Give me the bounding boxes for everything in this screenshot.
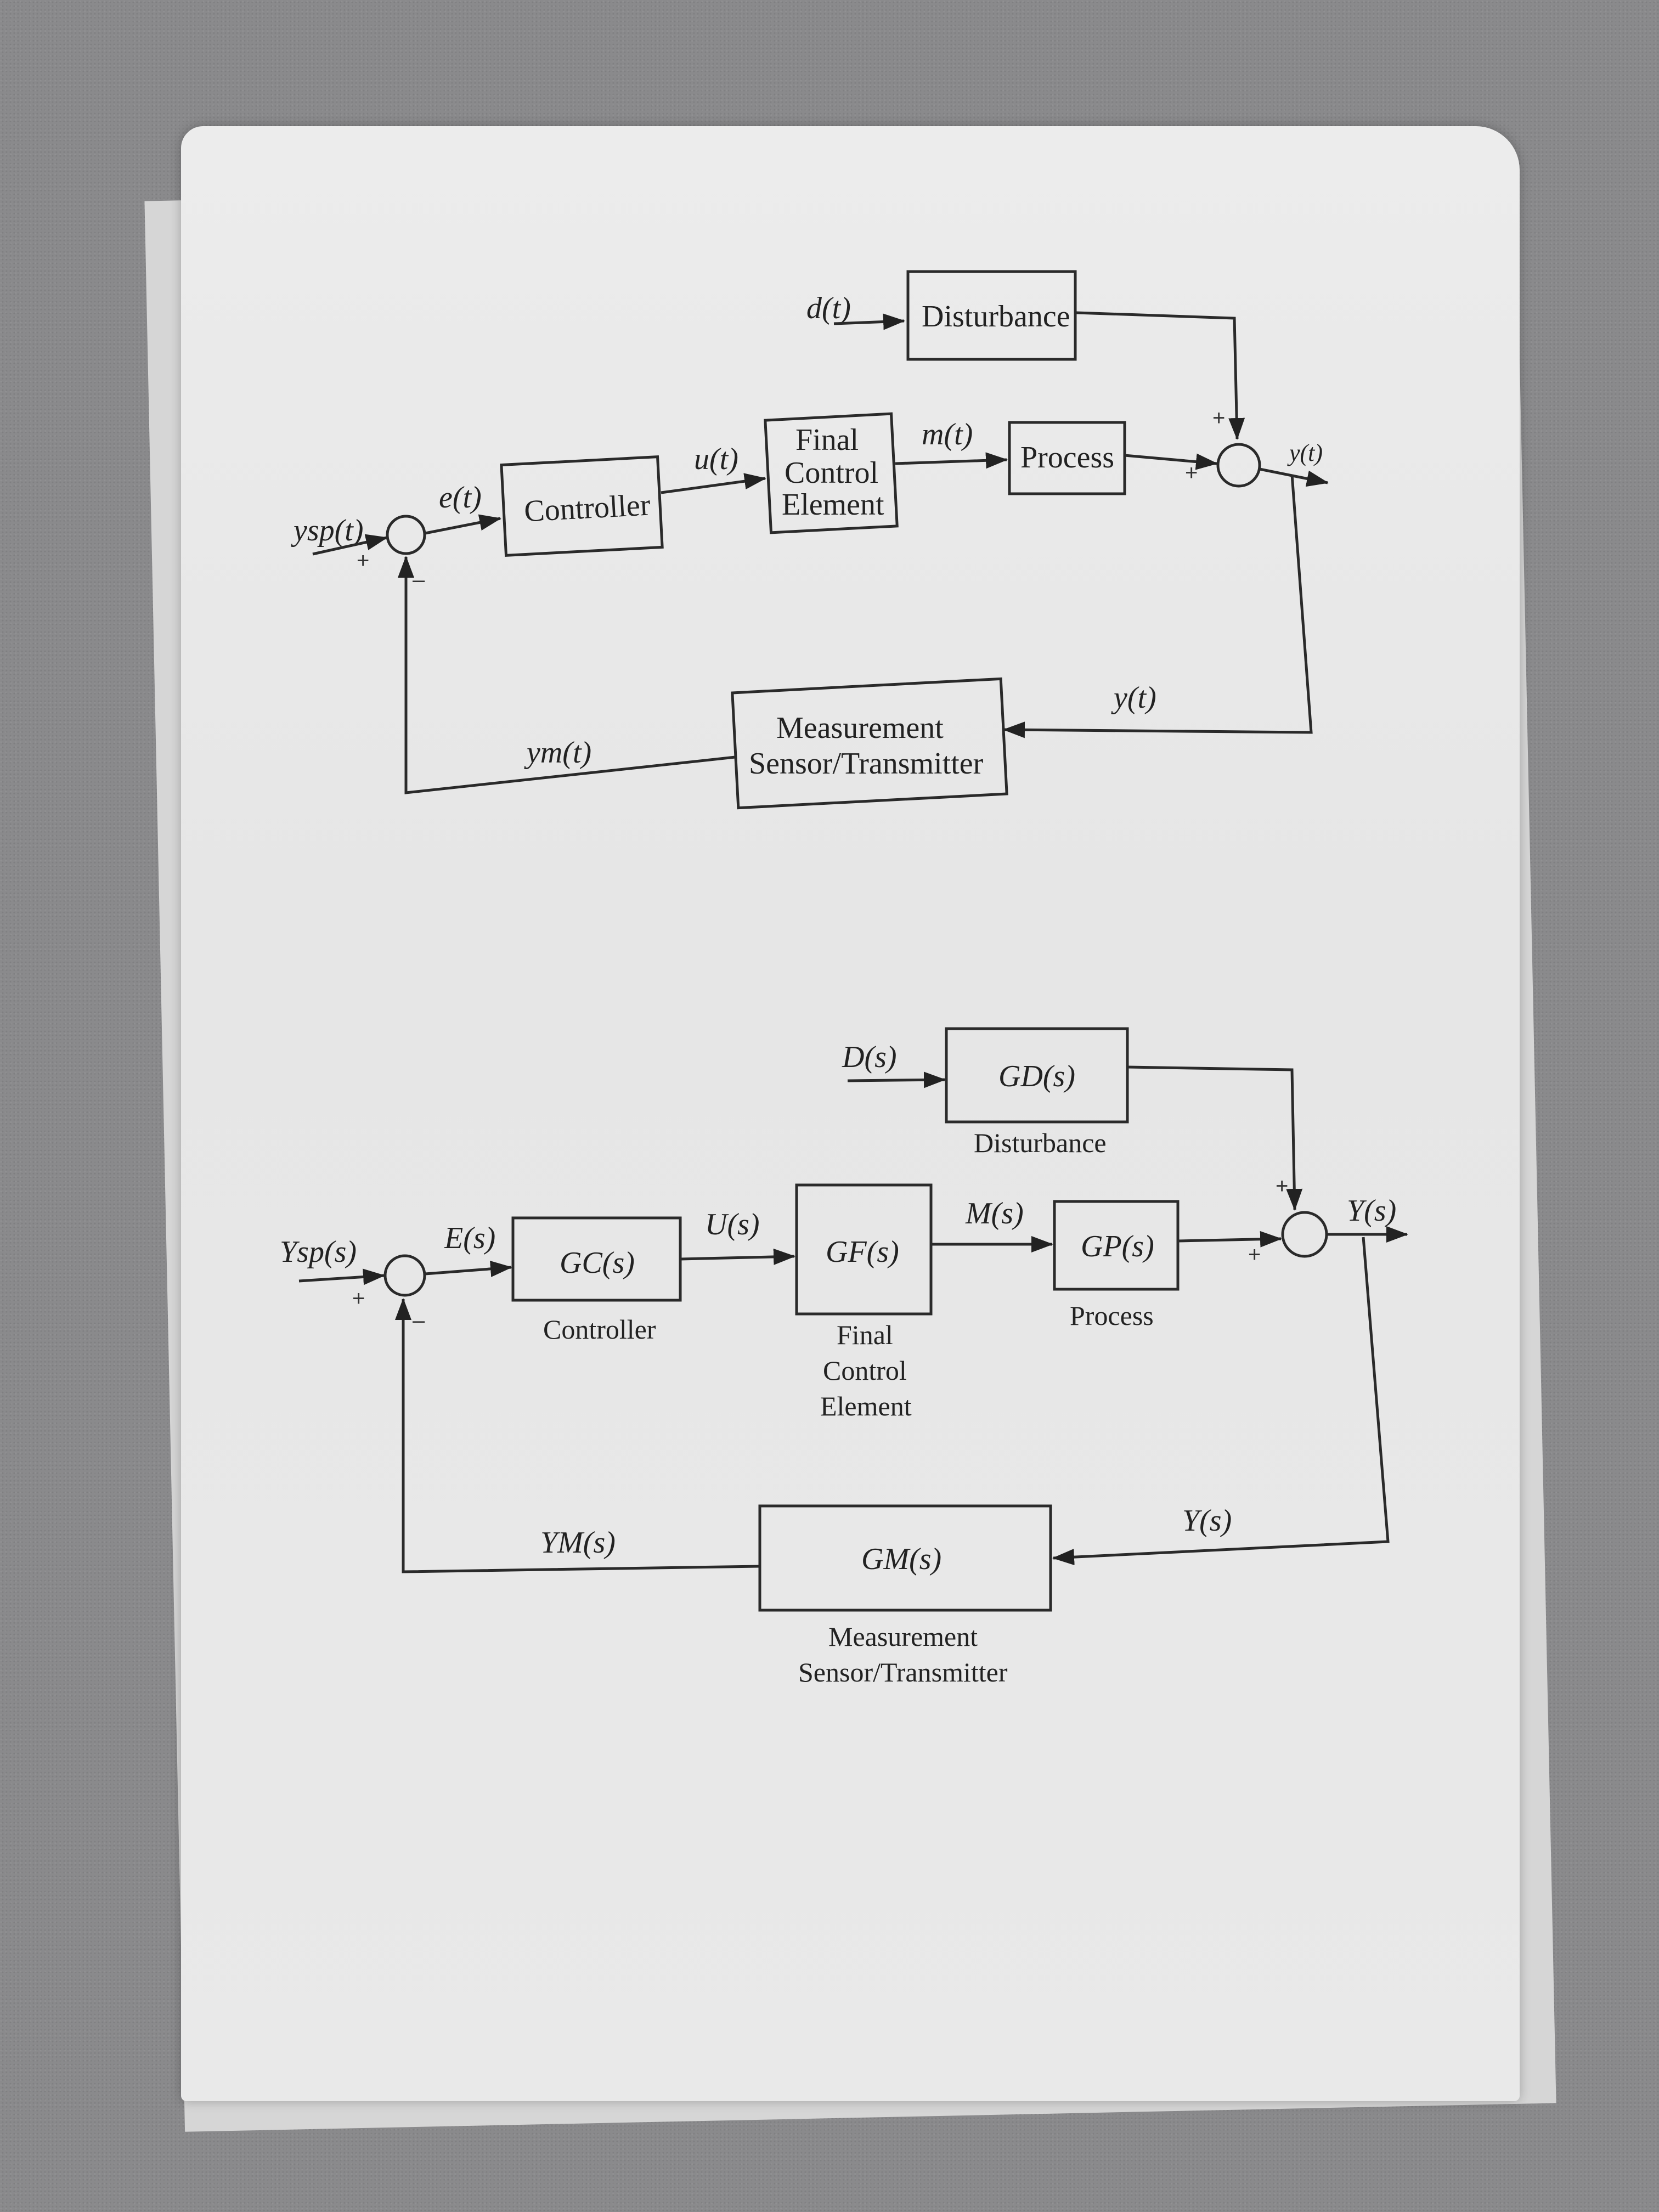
laplace-output-summer-plus-left: + — [1248, 1243, 1261, 1267]
fce-label-line-2: Control — [785, 456, 878, 490]
error-summer-plus-sign: + — [357, 549, 369, 573]
laplace-sensor-caption-2: Sensor/Transmitter — [798, 1657, 1008, 1688]
laplace-disturbance-tf: GD(s) — [998, 1059, 1075, 1093]
output-summing-junction — [1216, 443, 1261, 488]
laplace-measured-feedback-line — [395, 1298, 760, 1573]
manipulated-arrow — [895, 452, 1008, 469]
laplace-disturbance-block — [945, 1027, 1129, 1124]
disturbance-input-arrow — [833, 313, 905, 330]
laplace-controller-tf: GC(s) — [560, 1246, 635, 1280]
laplace-feedback-path-line — [1052, 1237, 1390, 1566]
output-summer-plus-top: + — [1212, 406, 1225, 430]
laplace-output-summer-plus-top: + — [1276, 1174, 1288, 1198]
disturbance-input-label: d(t) — [806, 291, 851, 325]
feedback-signal-label: y(t) — [1111, 681, 1156, 715]
laplace-error-label: E(s) — [444, 1221, 495, 1255]
laplace-error-summing-junction — [383, 1254, 426, 1297]
disturbance-block — [906, 270, 1077, 361]
laplace-measured-label: YM(s) — [540, 1526, 616, 1560]
output-arrow — [1259, 467, 1329, 487]
controller-output-arrow — [661, 473, 766, 494]
laplace-sensor-tf: GM(s) — [861, 1542, 941, 1576]
laplace-disturbance-to-summer-line — [1127, 1065, 1303, 1211]
laplace-feedback-signal-label: Y(s) — [1182, 1504, 1232, 1538]
laplace-manipulated-label: M(s) — [965, 1197, 1024, 1231]
controller-block-label: Controller — [523, 488, 651, 528]
laplace-fce-caption-1: Final — [837, 1319, 893, 1350]
laplace-fce-tf: GF(s) — [826, 1235, 899, 1269]
laplace-domain-diagram: D(s) GD(s) Disturbance Ysp(s) + – E(s) G… — [280, 1027, 1408, 1688]
disturbance-block-label: Disturbance — [922, 300, 1070, 334]
setpoint-label: ysp(t) — [291, 514, 364, 548]
laplace-controller-output-arrow — [680, 1248, 795, 1265]
laplace-controller-output-label: U(s) — [705, 1207, 760, 1242]
laplace-process-block — [1053, 1200, 1180, 1291]
laplace-setpoint-arrow — [298, 1268, 385, 1285]
laplace-process-caption: Process — [1070, 1300, 1154, 1331]
final-control-element-block — [764, 412, 899, 534]
process-to-summer-arrow — [1124, 453, 1218, 470]
disturbance-to-summer-line — [1076, 311, 1245, 440]
controller-block — [500, 455, 664, 557]
process-block — [1008, 421, 1126, 495]
controller-output-label: u(t) — [694, 442, 738, 476]
manipulated-variable-label: m(t) — [922, 417, 973, 452]
laplace-output-summing-junction — [1281, 1211, 1328, 1258]
setpoint-arrow — [312, 534, 388, 556]
laplace-error-summer-minus: – — [413, 1308, 425, 1333]
laplace-fce-caption-2: Control — [823, 1355, 907, 1386]
fce-label-line-3: Element — [782, 488, 884, 522]
laplace-sensor-caption-1: Measurement — [828, 1621, 978, 1652]
laplace-controller-caption: Controller — [543, 1314, 656, 1345]
laplace-disturbance-caption: Disturbance — [974, 1127, 1107, 1158]
laplace-fce-block — [795, 1183, 933, 1316]
sensor-label-line-2: Sensor/Transmitter — [749, 747, 984, 781]
measured-feedback-line — [398, 556, 736, 794]
sensor-label-line-1: Measurement — [776, 711, 944, 745]
error-signal-label: e(t) — [439, 481, 482, 515]
laplace-fce-caption-3: Element — [820, 1391, 912, 1421]
paper-page — [181, 126, 1520, 2101]
error-arrow — [425, 514, 501, 535]
sensor-transmitter-block — [731, 677, 1008, 810]
laplace-disturbance-input-label: D(s) — [842, 1040, 897, 1074]
laplace-process-tf: GP(s) — [1081, 1229, 1154, 1263]
process-block-label: Process — [1020, 441, 1114, 475]
feedback-path-line — [1003, 474, 1313, 738]
error-summing-junction — [386, 515, 426, 555]
laplace-error-arrow — [425, 1260, 512, 1277]
time-domain-diagram: d(t) Disturbance ysp(t) + – e(t) Control… — [291, 270, 1329, 810]
laplace-disturbance-input-arrow — [847, 1071, 946, 1088]
output-label: y(t) — [1287, 439, 1323, 466]
laplace-process-to-summer-arrow — [1178, 1231, 1282, 1248]
laplace-setpoint-label: Ysp(s) — [280, 1235, 357, 1269]
laplace-sensor-block — [758, 1504, 1052, 1612]
measured-signal-label: ym(t) — [524, 736, 591, 770]
laplace-output-label: Y(s) — [1347, 1194, 1396, 1228]
fce-label-line-1: Final — [795, 423, 859, 457]
output-summer-plus-left: + — [1185, 461, 1198, 485]
error-summer-minus-sign: – — [413, 568, 425, 592]
laplace-error-summer-plus: + — [352, 1286, 365, 1311]
